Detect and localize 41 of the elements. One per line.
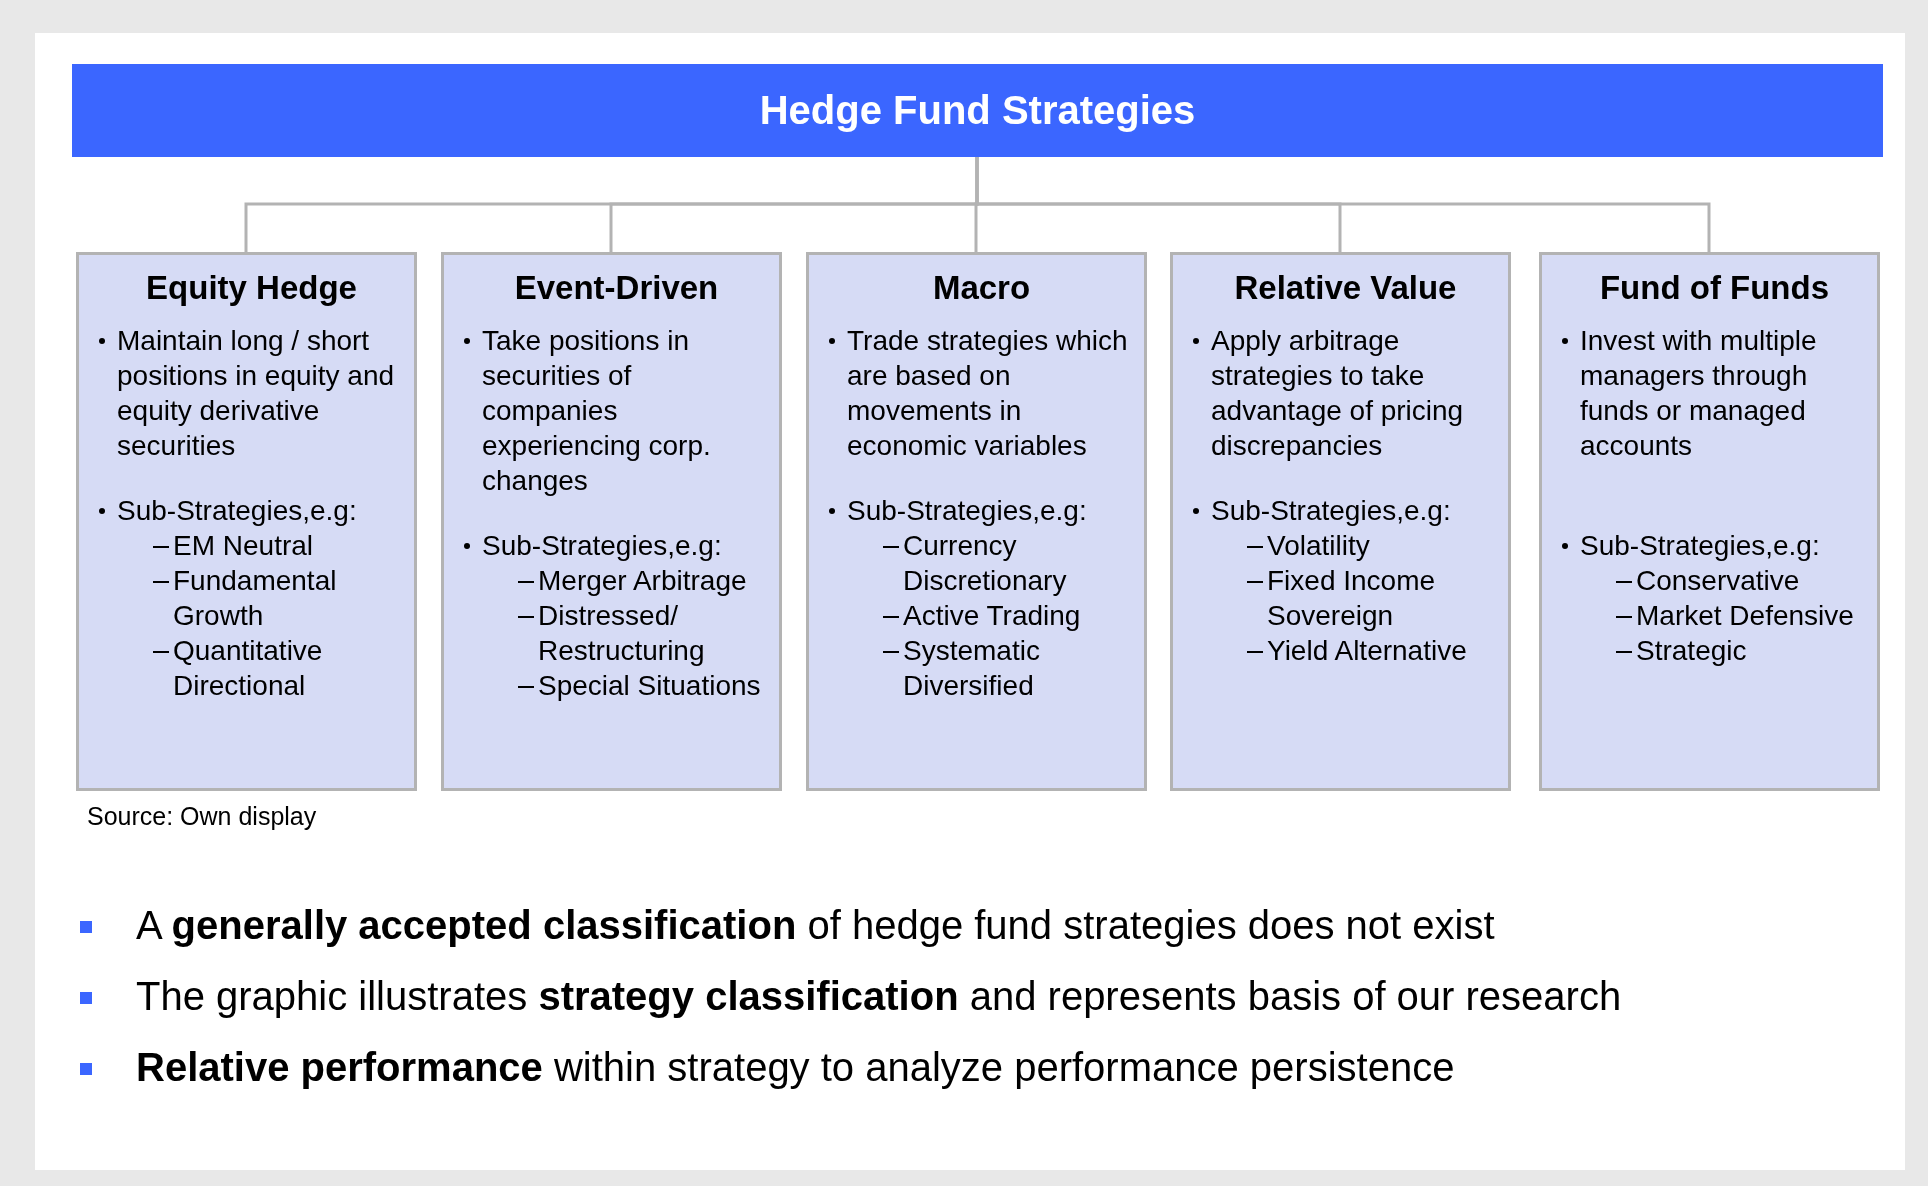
sub-strategy-item: Market Defensive: [1560, 598, 1869, 633]
bullet-text: Sub-Strategies,e.g:: [97, 493, 406, 528]
sub-strategy-item: Strategic: [1560, 633, 1869, 668]
strategy-box: [441, 252, 782, 791]
bullet-text: Sub-Strategies,e.g:: [462, 528, 771, 563]
bullet-text: Sub-Strategies,e.g:: [1560, 528, 1869, 563]
sub-strategy-item: Volatility: [1191, 528, 1500, 563]
box-heading: Event-Driven: [513, 269, 720, 307]
sub-strategy-item: Special Situations: [462, 668, 771, 703]
sub-strategy-item: Systematic Diversified: [827, 633, 1136, 703]
box-heading: Relative Value: [1233, 269, 1458, 307]
bullet-text: Take positions in securities of companies experiencing corp. changes: [462, 323, 771, 498]
sub-strategy-item: EM Neutral: [97, 528, 406, 563]
box-heading: Macro: [931, 269, 1032, 307]
title-banner: [72, 64, 1883, 157]
sub-strategy-item: Conservative: [1560, 563, 1869, 598]
bullet-text: Maintain long / short positions in equity and equity derivative securities: [97, 323, 406, 463]
sub-strategy-item: Merger Arbitrage: [462, 563, 771, 598]
strategy-box: [1170, 252, 1511, 791]
bullet-text: Apply arbitrage strategies to take advantage of pricing discrepancies: [1191, 323, 1500, 463]
sub-strategy-item: Fundamental Growth: [97, 563, 406, 633]
bullet-text: Sub-Strategies,e.g:: [827, 493, 1136, 528]
sub-strategy-item: Distressed/ Restructuring: [462, 598, 771, 668]
sub-strategy-item: Fixed Income Sovereign: [1191, 563, 1500, 633]
box-heading: Fund of Funds: [1598, 269, 1831, 307]
bullet-point-text: A generally accepted classification of hedge fund strategies does not exist: [136, 903, 1495, 948]
strategy-box: [1539, 252, 1880, 791]
title-text: Hedge Fund Strategies: [759, 88, 1196, 133]
sub-strategy-item: Quantitative Directional: [97, 633, 406, 703]
strategy-box: [806, 252, 1147, 791]
box-heading: Equity Hedge: [145, 269, 358, 307]
bullet-text: Sub-Strategies,e.g:: [1191, 493, 1500, 528]
bullet-text: Invest with multiple managers through funds or managed accounts: [1560, 323, 1869, 463]
strategy-box: [76, 252, 417, 791]
bullet-text: Trade strategies which are based on movements in economic variables: [827, 323, 1136, 463]
bullet-point-text: Relative performance within strategy to analyze performance persistence: [136, 1045, 1455, 1090]
sub-strategy-item: Yield Alternative: [1191, 633, 1500, 668]
sub-strategy-item: Active Trading: [827, 598, 1136, 633]
sub-strategy-item: Currency Discretionary: [827, 528, 1136, 598]
source-note: Source: Own display: [87, 802, 317, 831]
bullet-point-text: The graphic illustrates strategy classification and represents basis of our research: [136, 974, 1622, 1019]
